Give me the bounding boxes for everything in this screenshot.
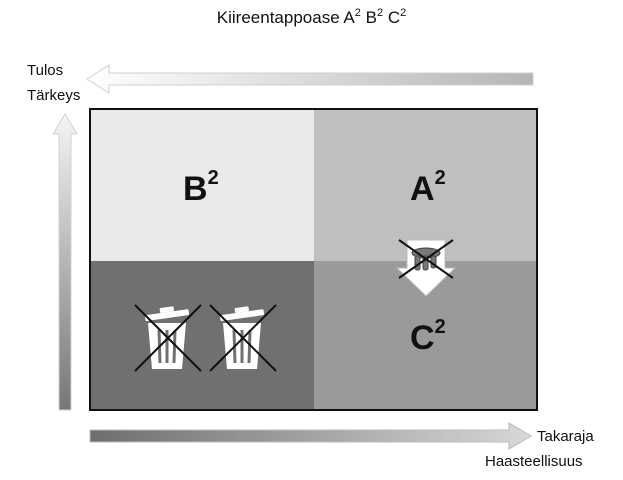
quadrant-b-label: B2 bbox=[183, 166, 219, 208]
quadrant-b: B2 bbox=[91, 110, 314, 261]
x-axis-label-haasteellisuus: Haasteellisuus bbox=[485, 453, 583, 470]
quadrant-c-label: AC2 bbox=[410, 315, 446, 357]
trash-can-crossed-icon bbox=[209, 304, 277, 372]
diagram-title: Kiireentappoase A2 B2 C2 bbox=[216, 7, 407, 27]
top-left-arrow bbox=[86, 64, 534, 94]
x-axis-label-takaraja: Takaraja bbox=[537, 428, 594, 445]
down-arrow-with-crossed-hands-icon bbox=[395, 239, 457, 297]
quadrant-bottom-left bbox=[91, 261, 314, 409]
y-axis-label-tulos: Tulos bbox=[27, 62, 64, 79]
quadrant-a: A2 bbox=[314, 110, 536, 261]
trash-can-crossed-icon bbox=[134, 304, 202, 372]
priority-matrix: B2 A2 bbox=[89, 108, 538, 411]
quadrant-a-label: A2 bbox=[410, 166, 446, 208]
right-arrow bbox=[89, 422, 532, 450]
y-axis-label-tarkeys: Tärkeys bbox=[27, 87, 81, 104]
up-arrow bbox=[52, 113, 78, 411]
